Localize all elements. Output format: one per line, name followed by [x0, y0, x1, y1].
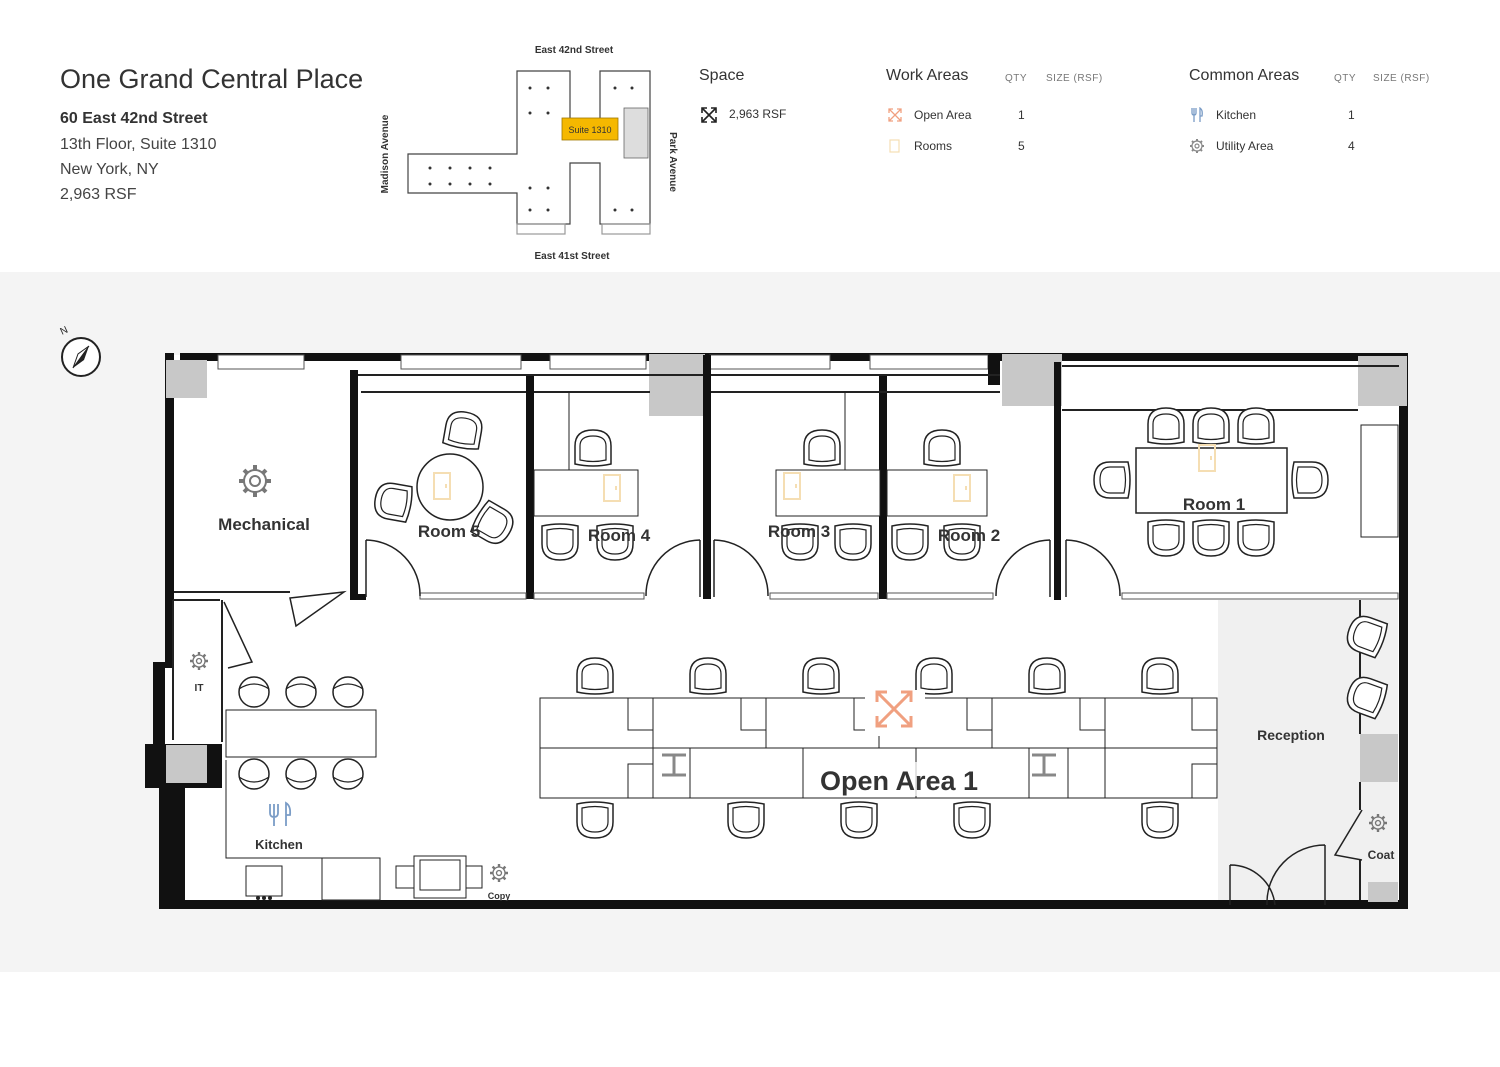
floor-plan: N [59, 325, 1408, 909]
rooms-legend-label: Rooms [914, 139, 953, 153]
building-area: 2,963 RSF [60, 186, 137, 203]
room2-label: Room 2 [938, 526, 1000, 545]
coat-label: Coat [1368, 848, 1395, 862]
suite-label: Suite 1310 [568, 125, 611, 135]
room4-label: Room 4 [588, 526, 651, 545]
room1-furniture [1093, 407, 1399, 557]
kitchen-legend-label: Kitchen [1216, 108, 1257, 122]
copy-label: Copy [488, 891, 511, 901]
north-street-label: East 42nd Street [535, 45, 614, 56]
space-size: 2,963 RSF [729, 107, 787, 121]
reception-label: Reception [1257, 727, 1325, 743]
open-area-label: Open Area 1 [820, 766, 978, 796]
building-city: New York, NY [60, 161, 159, 178]
east-street-label: Park Avenue [667, 132, 678, 192]
mechanical-label: Mechanical [218, 515, 310, 534]
fork-knife-icon [1191, 107, 1203, 122]
kitchen-furniture [225, 676, 381, 901]
utility-legend-qty: 4 [1348, 139, 1355, 153]
compass-icon [61, 337, 101, 377]
expand-arrows-icon [701, 107, 717, 123]
room2-furniture [886, 429, 988, 561]
building-title: One Grand Central Place [60, 64, 364, 94]
room4-furniture [533, 393, 639, 561]
room1-label: Room 1 [1183, 495, 1245, 514]
it-label: IT [195, 683, 204, 694]
west-street-label: Madison Avenue [380, 114, 391, 193]
kitchen-legend-qty: 1 [1348, 108, 1355, 122]
building-street: 60 East 42nd Street [60, 110, 208, 127]
copier [395, 855, 483, 899]
space-title: Space [699, 67, 745, 84]
common-areas-qty-header: QTY [1334, 73, 1357, 84]
work-areas-size-header: SIZE (RSF) [1046, 73, 1103, 84]
common-areas-title: Common Areas [1189, 67, 1300, 84]
south-street-label: East 41st Street [534, 251, 610, 262]
utility-legend-label: Utility Area [1216, 139, 1274, 153]
room5-furniture [371, 408, 520, 550]
compass-north-label: N [59, 325, 70, 338]
room5-label: Room 5 [418, 522, 480, 541]
building-suite: 13th Floor, Suite 1310 [60, 136, 217, 153]
bottom-strip [20, 972, 1500, 1067]
open-area-legend-icon [888, 108, 902, 122]
open-area-legend-qty: 1 [1018, 108, 1025, 122]
kitchen-fork-knife-icon [269, 801, 292, 826]
key-plan: East 42nd Street East 41st Street Madiso… [380, 45, 678, 262]
rooms-legend-qty: 5 [1018, 139, 1025, 153]
work-areas-title: Work Areas [886, 67, 969, 84]
common-areas-size-header: SIZE (RSF) [1373, 73, 1430, 84]
door-icon [889, 139, 900, 153]
open-area-expand-icon [875, 690, 913, 728]
work-areas-qty-header: QTY [1005, 73, 1028, 84]
open-area-legend-label: Open Area [914, 108, 972, 122]
header: One Grand Central Place 60 East 42nd Str… [0, 0, 1500, 272]
room3-furniture [775, 393, 881, 561]
kitchen-label: Kitchen [255, 837, 303, 852]
suite-highlight [561, 117, 619, 141]
room3-label: Room 3 [768, 522, 830, 541]
gear-icon [1190, 139, 1204, 153]
